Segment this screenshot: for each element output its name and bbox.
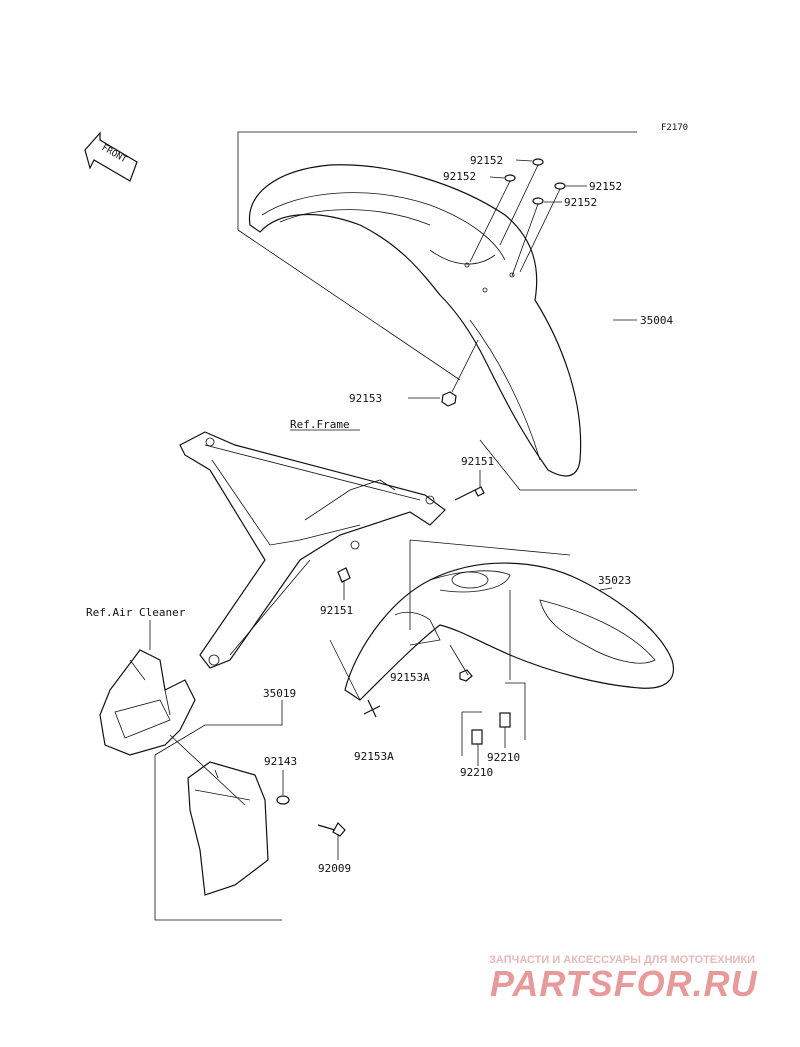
ref-frame-label: Ref.Frame [290,418,350,431]
bolt-92153a [329,639,473,718]
mud-flap-group-bracket [154,755,282,921]
label-92152-a: 92152 [470,154,503,167]
label-92153: 92153 [349,392,382,405]
bolt-92153 [408,339,479,407]
watermark-tagline: ЗАПЧАСТИ И АКСЕССУАРЫ ДЛЯ МОТОТЕХНИКИ [489,954,755,966]
label-92210-a: 92210 [487,751,520,764]
rear-fender-35023 [344,539,674,701]
front-fender-35004 [248,164,582,477]
label-92210-b: 92210 [460,766,493,779]
mud-flap-35019 [187,761,269,896]
label-35023: 35023 [598,574,631,587]
label-92143: 92143 [264,755,297,768]
clip-92210-group [461,590,526,766]
collar-92143 [276,770,290,805]
label-92151-a: 92151 [461,455,494,468]
bolt-92151-lower [337,567,351,600]
label-92152-d: 92152 [564,196,597,209]
front-fender-group-bracket [237,131,637,230]
label-35004: 35004 [640,314,673,327]
front-marker-label: FRONT [100,143,129,165]
ref-air-cleaner-label: Ref.Air Cleaner [86,606,186,619]
frame-reference [179,429,446,669]
label-92151-b: 92151 [320,604,353,617]
watermark-logo: PARTSFOR.RU [490,963,758,1004]
front-arrow-icon: FRONT [84,131,138,182]
screw-92009 [317,822,346,860]
label-92152-c: 92152 [589,180,622,193]
label-92152-b: 92152 [443,170,476,183]
bolt-92151-upper [454,470,485,501]
label-92153a-a: 92153A [390,671,430,684]
washer-92152-group [469,158,587,277]
figure-code: F2170 [661,123,688,133]
air-cleaner-reference [99,620,196,756]
label-35019: 35019 [263,687,296,700]
label-92153a-b: 92153A [354,750,394,763]
label-92009: 92009 [318,862,351,875]
